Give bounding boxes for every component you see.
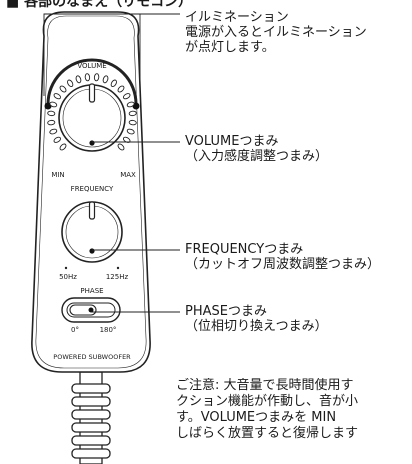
- volume-scale-tick: [128, 119, 137, 126]
- volume-scale-tick: [110, 79, 117, 87]
- caution-note: ご注意: 大音量で長時間使用す クション機能が作動し、音が小 す。VOLUMEつ…: [176, 378, 412, 442]
- callout-phase-title: PHASEつまみ: [185, 304, 267, 319]
- phase-label: PHASE: [80, 287, 103, 295]
- volume-scale-tick: [126, 128, 135, 135]
- frequency-pointer-dot: [89, 248, 95, 254]
- callout-phase-desc: （位相切り換えつまみ）: [185, 319, 328, 334]
- phase-0-label: 0°: [71, 326, 79, 334]
- volume-pointer-dot: [89, 140, 95, 146]
- callout-phase: PHASEつまみ （位相切り換えつまみ）: [185, 304, 328, 334]
- callout-volume-desc: （入力感度調整つまみ）: [185, 149, 329, 164]
- volume-scale-tick: [47, 110, 56, 117]
- frequency-min-label: 50Hz: [59, 273, 77, 281]
- volume-scale-tick: [126, 101, 135, 108]
- callout-illumination: イルミネーション 電源が入るとイルミネーション が点灯します。: [185, 10, 367, 55]
- volume-scale-tick: [47, 119, 56, 126]
- volume-scale-tick: [75, 75, 82, 84]
- leader-lines: [43, 13, 180, 313]
- volume-scale-tick: [102, 75, 109, 84]
- volume-knob-indicator: [88, 83, 96, 103]
- caution-note-line-3: す。VOLUMEつまみを MIN: [176, 410, 337, 425]
- frequency-knob-indicator: [88, 201, 96, 220]
- volume-scale-tick: [53, 93, 61, 100]
- volume-scale-tick: [128, 110, 137, 117]
- volume-label: VOLUME: [77, 62, 106, 70]
- caution-note-line-2: クション機能が作動し、音が小: [176, 394, 359, 409]
- volume-scale-tick: [117, 85, 125, 93]
- callout-volume: VOLUMEつまみ （入力感度調整つまみ）: [185, 134, 328, 164]
- volume-scale-tick: [84, 73, 91, 82]
- callout-illumination-line-2: が点灯します。: [185, 40, 275, 55]
- volume-scale-tick: [49, 128, 58, 135]
- illumination-ring: [46, 58, 138, 105]
- volume-scale-tick: [117, 143, 125, 151]
- volume-scale-tick: [49, 101, 58, 108]
- callout-frequency-title: FREQUENCYつまみ: [185, 242, 304, 257]
- caution-note-line-1: ご注意: 大音量で長時間使用す: [176, 378, 354, 393]
- phase-180-label: 180°: [100, 326, 117, 334]
- phase-switch-slider: [69, 304, 97, 316]
- volume-scale-tick: [53, 136, 61, 143]
- volume-scale-tick: [93, 73, 100, 82]
- callout-illumination-line-1: 電源が入るとイルミネーション: [185, 25, 367, 40]
- callout-illumination-title: イルミネーション: [185, 10, 289, 25]
- volume-dial-scale: [47, 73, 137, 151]
- frequency-label: FREQUENCY: [71, 185, 114, 193]
- volume-scale-tick: [123, 93, 131, 100]
- volume-max-label: MAX: [120, 171, 136, 179]
- caution-note-line-4: しばらく放置すると復帰します: [176, 426, 359, 441]
- callout-frequency-desc: （カットオフ周波数調整つまみ）: [185, 257, 381, 272]
- callout-volume-title: VOLUMEつまみ: [185, 134, 279, 149]
- volume-scale-tick: [67, 79, 74, 87]
- frequency-max-label: 125Hz: [106, 273, 129, 281]
- brand-label: POWERED SUBWOOFER: [53, 353, 131, 361]
- volume-scale-tick: [59, 85, 67, 93]
- volume-scale-tick: [59, 143, 67, 151]
- volume-min-label: MIN: [51, 171, 64, 179]
- remote-cable: [71, 371, 111, 464]
- section-header: ■ 各部のなまえ（リモコン）: [6, 0, 193, 10]
- callout-frequency: FREQUENCYつまみ （カットオフ周波数調整つまみ）: [185, 242, 380, 272]
